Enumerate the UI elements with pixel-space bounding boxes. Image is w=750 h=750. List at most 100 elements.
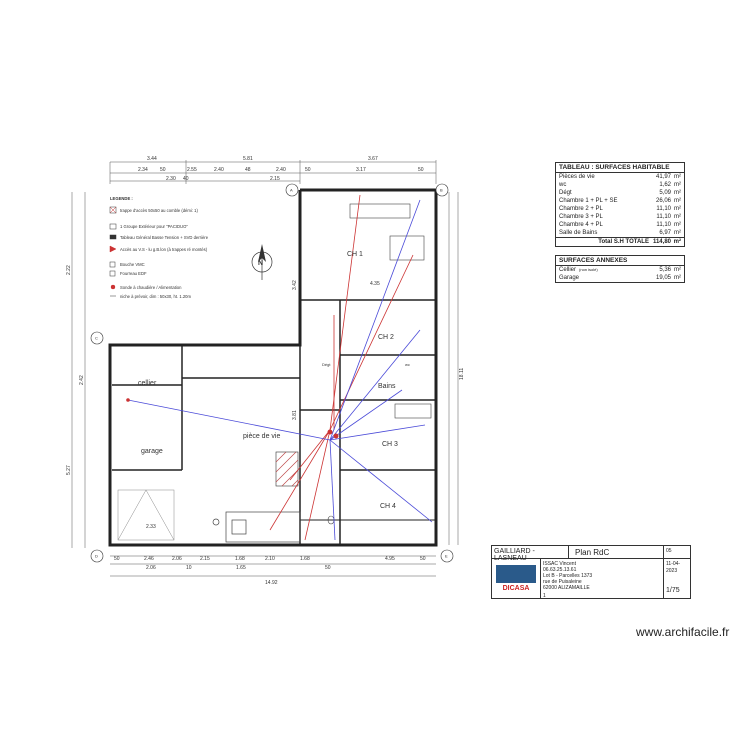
total-value: 114,80 <box>652 239 671 245</box>
dim-bottom-5: 1.68 <box>235 556 245 562</box>
row-value: 11,10 <box>656 206 671 212</box>
logo-mark-icon <box>496 565 536 583</box>
dim-top-d9: 50 <box>418 167 424 173</box>
row-unit: m² <box>674 198 681 204</box>
room-ch4: CH 4 <box>380 503 396 510</box>
total-label: Total S.H TOTALE <box>598 239 649 245</box>
dim-bottom-3: 2.06 <box>172 556 182 562</box>
dim-left-3: 5.27 <box>66 465 72 475</box>
walls <box>108 188 438 547</box>
dim-bottom-2: 2.46 <box>144 556 154 562</box>
dim-top-3: 3.67 <box>368 156 378 162</box>
dim-top-d5: 48 <box>245 167 251 173</box>
bottom-dimensions <box>110 555 436 577</box>
row-value: 41,97 <box>655 174 671 180</box>
dim-inner-3: 4.35 <box>370 281 380 287</box>
dim-bottom-4: 2.15 <box>200 556 210 562</box>
field-city: 62000 ALIZAMAILLE <box>543 585 590 591</box>
corner-markers <box>90 183 454 563</box>
bath-fixtures <box>327 203 432 525</box>
dim-bottom-s2: 10 <box>186 565 192 571</box>
dim-bottom-s4: 50 <box>325 565 331 571</box>
dim-bottom-1: 50 <box>114 556 120 562</box>
dim-top-d7: 50 <box>305 167 311 173</box>
row-value: 19,05 <box>655 275 671 281</box>
plan-date: 11-04-2023 <box>666 561 681 574</box>
dim-top-d4: 2.40 <box>214 167 224 173</box>
total-unit: m² <box>673 239 681 245</box>
field-street: rue de Puisaleine <box>543 579 582 585</box>
dim-inner-1: 3.42 <box>292 280 298 290</box>
room-garage: garage <box>141 448 163 455</box>
plan-index: 05 <box>663 546 690 558</box>
brand-name: DICASA <box>502 585 530 592</box>
table-surfaces-habitable: TABLEAU : SURFACES HABITABLE Pièces de v… <box>555 162 685 247</box>
dim-bottom-9: 50 <box>420 556 426 562</box>
network-lines-red <box>269 194 414 541</box>
garage-door <box>117 489 175 541</box>
room-piece-de-vie: pièce de vie <box>243 433 280 440</box>
corner-a: A <box>290 188 293 193</box>
left-dimensions <box>71 192 86 548</box>
dim-top-s2: 40 <box>183 176 189 182</box>
row-unit: m² <box>674 222 681 228</box>
top-dimensions <box>109 160 437 184</box>
row-note: (non isolé) <box>579 267 598 272</box>
dim-top-d6: 2.40 <box>276 167 286 173</box>
row-label: Pièces de vie <box>559 174 595 180</box>
title-block: GAILLIARD - LASNEAU Plan RdC 05 DICASA I… <box>491 545 691 599</box>
row-label: Chambre 3 + PL <box>559 214 603 220</box>
row-value: 1,62 <box>659 182 671 188</box>
chimney-hatch <box>275 451 299 487</box>
row-unit: m² <box>674 214 681 220</box>
legend-item-5: Bouche VMC <box>120 262 145 267</box>
row-unit: m² <box>674 174 681 180</box>
row-value: 5,36 <box>659 267 671 273</box>
corner-d: D <box>95 554 98 559</box>
dim-inner-4: 2.33 <box>146 524 156 530</box>
dim-top-d8: 3.17 <box>356 167 366 173</box>
table-habitable-title: TABLEAU : SURFACES HABITABLE <box>556 163 684 173</box>
dim-top-1: 3.44 <box>147 156 157 162</box>
row-label: Dégt <box>559 190 572 196</box>
room-wc: wc <box>405 362 410 367</box>
row-unit: m² <box>674 206 681 212</box>
row-label: Garage <box>559 275 580 281</box>
row-value: 5,09 <box>659 190 671 196</box>
legend-item-3: Tableau Général Basse Tension + SVD derr… <box>120 235 209 240</box>
dim-top-s3: 2.15 <box>270 176 280 182</box>
room-ch3: CH 3 <box>382 441 398 448</box>
legend-item-7: Sonde à chaudière / Alimentation <box>120 285 182 290</box>
legend-title: LEGENDE : <box>110 196 133 201</box>
corner-e: E <box>445 554 448 559</box>
legend-item-8: niche à prévoir, dim : 50x30, ht. 1.20m <box>120 294 192 299</box>
field-phone: 06.63.25.13.61 <box>543 567 577 573</box>
north-label: N <box>258 260 263 267</box>
row-unit: m² <box>674 182 681 188</box>
room-ch2: CH 2 <box>378 334 394 341</box>
legend-item-2: 1 Groupe Extérieur pour "PACIDUO" <box>120 224 188 229</box>
dim-left-2: 2.42 <box>79 375 85 385</box>
legend-item-6: Fourreau EDF <box>120 271 147 276</box>
dim-bottom-s1: 2.06 <box>146 565 156 571</box>
row-label: wc <box>559 182 567 188</box>
row-unit: m² <box>674 190 681 196</box>
row-label: Chambre 2 + PL <box>559 206 603 212</box>
row-unit: m² <box>674 275 681 281</box>
dim-top-s1: 2.30 <box>166 176 176 182</box>
field-name: ISSAC Vincent <box>543 561 576 567</box>
dim-inner-2: 3.81 <box>292 410 298 420</box>
legend-item-4: Accès au V.S - lu g.B.lon (à trappes ré … <box>120 247 208 252</box>
